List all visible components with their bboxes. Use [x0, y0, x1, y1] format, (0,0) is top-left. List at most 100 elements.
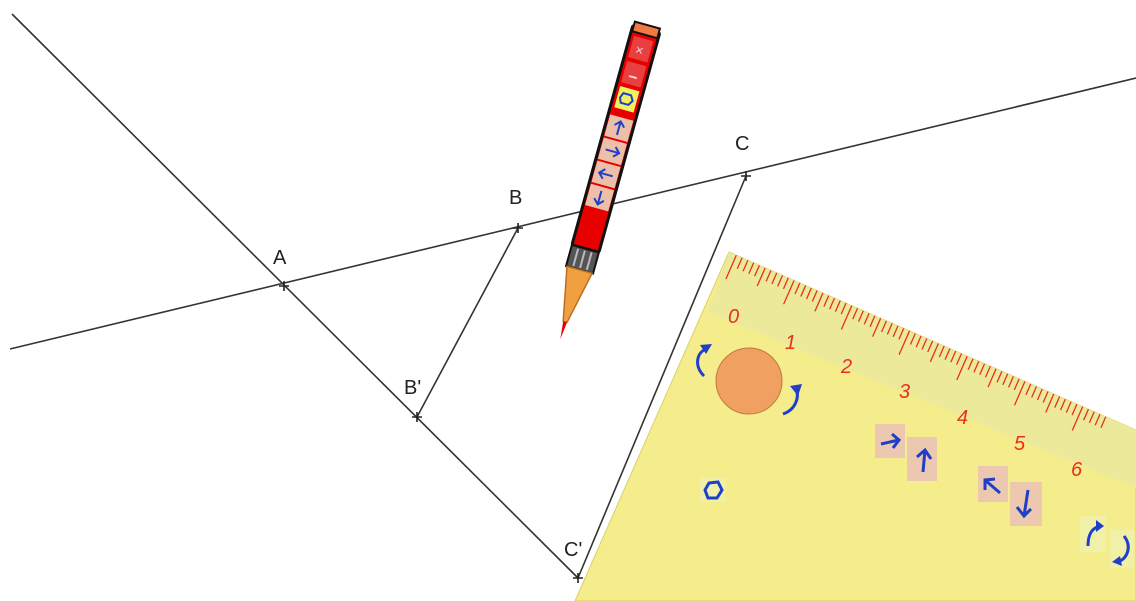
ruler-tick	[1083, 408, 1090, 421]
line-ab-prime-extended[interactable]	[11, 13, 579, 579]
ruler-tick	[1071, 406, 1084, 431]
pencil-lead	[560, 321, 568, 340]
pencil-tool[interactable]: ×	[547, 20, 662, 343]
ruler-tick	[863, 313, 870, 325]
ruler-tick	[1071, 403, 1078, 416]
ruler-number-3: 3	[899, 381, 910, 403]
ruler-tick	[1031, 386, 1038, 398]
line-ac-extended[interactable]	[9, 77, 1136, 350]
ruler-tick	[736, 257, 743, 269]
ruler-tick	[938, 345, 945, 358]
ruler-tick	[872, 318, 882, 337]
hexagon-button[interactable]	[700, 478, 726, 502]
ruler-tick	[979, 363, 986, 376]
arrow-up-icon	[614, 120, 626, 136]
ruler-tick	[1007, 376, 1014, 388]
ruler-tick	[1013, 381, 1026, 406]
move-left-button[interactable]	[978, 466, 1008, 502]
ruler-tick	[823, 295, 830, 307]
ruler-tick	[800, 285, 807, 297]
point-b-marker[interactable]	[513, 223, 523, 233]
ruler-tick	[996, 371, 1003, 383]
ruler-tick	[777, 275, 784, 287]
pencil-cap	[630, 20, 662, 40]
point-c-label: C	[735, 133, 749, 155]
arrow-down-icon	[1015, 489, 1033, 519]
ruler-tick	[950, 350, 957, 363]
ruler-number-5: 5	[1014, 433, 1026, 455]
pencil-minimize-button[interactable]	[621, 60, 647, 88]
ruler-tick	[765, 270, 772, 282]
ruler-tick	[782, 277, 789, 290]
ruler-tick	[898, 330, 911, 356]
ruler-tick	[967, 358, 974, 370]
rotate-ccw-icon-head	[1112, 556, 1122, 566]
ruler-tick	[771, 272, 778, 285]
rotate-left-icon-head	[700, 344, 712, 354]
point-cprime-marker[interactable]	[573, 573, 583, 583]
point-bprime-marker[interactable]	[412, 412, 422, 422]
rotate-ccw-button[interactable]	[1110, 530, 1134, 568]
ruler-ticks	[725, 254, 1107, 431]
ruler-tick	[1054, 396, 1061, 408]
ruler-tick	[944, 348, 951, 360]
ruler-tick	[1094, 413, 1101, 426]
point-a-label: A	[273, 247, 287, 269]
ruler-tick	[725, 254, 737, 280]
pencil-arrow-down-button[interactable]	[585, 183, 615, 212]
ruler-numbers: 0 1 2 3 4 5 6	[728, 306, 1083, 481]
ruler-tick	[886, 323, 893, 335]
ruler-tick	[1045, 393, 1055, 413]
ruler-tick	[829, 297, 836, 310]
pencil-close-button[interactable]: ×	[628, 35, 654, 63]
pencil-ferrule-lines	[572, 248, 593, 271]
rotate-cw-icon-head	[1096, 520, 1104, 532]
ruler-tick	[748, 262, 755, 275]
point-bprime-label: B'	[404, 377, 421, 399]
ruler-tick	[929, 343, 939, 363]
pencil-arrow-up-button[interactable]	[604, 114, 634, 143]
ruler-number-1: 1	[785, 332, 796, 354]
ruler-tick	[921, 338, 928, 350]
ruler-number-0: 0	[728, 306, 739, 328]
rotate-cw-button[interactable]	[1080, 516, 1106, 552]
ruler-tick	[1100, 416, 1107, 429]
drag-handle[interactable]	[715, 347, 783, 415]
ruler-tick	[973, 360, 980, 373]
arrow-down-icon	[593, 190, 605, 206]
ruler-number-4: 4	[957, 407, 968, 429]
point-markers	[279, 171, 751, 583]
set-square[interactable]: 0 1 2 3 4 5 6	[574, 251, 1136, 601]
pencil-hexagon-button[interactable]	[614, 86, 640, 113]
segment-b-bprime[interactable]	[416, 227, 519, 418]
ruler-tick	[840, 305, 853, 330]
point-b-label: B	[509, 187, 522, 209]
pencil-arrow-right-button[interactable]	[597, 137, 627, 166]
ruler-tick	[898, 328, 905, 340]
rotate-right-icon-head	[790, 384, 802, 396]
ruler-tick	[892, 325, 899, 338]
point-c-marker[interactable]	[741, 171, 751, 181]
segment-c-cprime[interactable]	[577, 175, 747, 579]
ruler-tick	[857, 310, 864, 322]
ruler-tick	[814, 292, 824, 312]
ruler-tick	[984, 366, 991, 378]
ruler-tick	[811, 290, 818, 302]
move-up-button[interactable]	[907, 437, 937, 481]
pencil-arrow-left-button[interactable]	[591, 160, 621, 189]
ruler-tick	[1042, 391, 1049, 403]
ruler-tick	[1088, 411, 1095, 423]
hexagon-icon	[619, 91, 634, 107]
ruler-tick	[1013, 378, 1020, 391]
ruler-tick	[794, 282, 801, 295]
hexagon-icon	[703, 480, 724, 500]
move-right-button[interactable]	[875, 424, 905, 458]
arrow-right-icon	[605, 146, 621, 158]
ruler-tick	[869, 315, 876, 328]
move-down-button[interactable]	[1010, 482, 1042, 526]
ruler-tick	[927, 340, 934, 353]
ruler-tick	[1059, 398, 1066, 411]
point-a-marker[interactable]	[279, 281, 289, 291]
ruler-tick	[881, 320, 888, 333]
